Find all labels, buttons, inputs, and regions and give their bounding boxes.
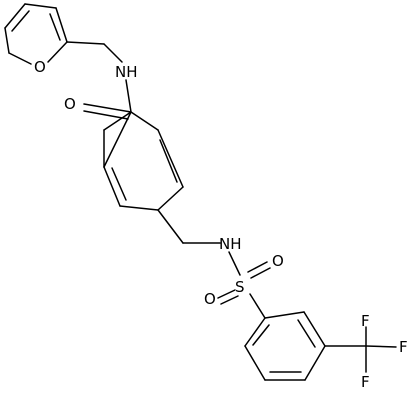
- bond: [220, 295, 239, 305]
- bond: [24, 3, 57, 9]
- bond: [244, 345, 266, 381]
- atom-label-f-bottom: F: [361, 373, 370, 391]
- bond: [111, 167, 127, 201]
- bond: [250, 267, 271, 279]
- bond: [103, 166, 121, 207]
- benzene-ring-2: [244, 311, 326, 381]
- bond: [297, 319, 316, 348]
- bond: [66, 41, 105, 45]
- bond: [4, 27, 10, 54]
- bond: [228, 251, 241, 276]
- benzyl-linker: [157, 209, 221, 244]
- bond: [249, 293, 266, 319]
- bond: [83, 103, 132, 113]
- atom-label-f-right: F: [399, 338, 408, 356]
- furan-ring: [4, 3, 68, 65]
- bond: [159, 139, 178, 183]
- bond: [55, 7, 68, 43]
- atom-label-f-top: F: [361, 312, 370, 330]
- bond: [304, 345, 326, 381]
- bond: [252, 324, 270, 346]
- bond: [103, 111, 132, 131]
- atom-label-o-sulfonyl-1: O: [272, 252, 284, 270]
- sulfonyl-group: [217, 251, 271, 319]
- atom-label-n-amide: NH: [115, 63, 138, 81]
- bond: [47, 41, 68, 63]
- bond: [247, 261, 268, 273]
- bond: [119, 205, 159, 211]
- bond: [11, 10, 30, 32]
- bond: [49, 13, 61, 41]
- bond: [264, 311, 305, 319]
- atom-label-s-sulfonyl: S: [235, 278, 245, 296]
- bond: [303, 311, 326, 347]
- bond: [157, 186, 184, 211]
- bond: [103, 111, 132, 168]
- bond: [157, 209, 184, 244]
- bond: [130, 111, 159, 131]
- atom-label-n-sulfonamide: NH: [219, 235, 242, 253]
- bond: [4, 3, 26, 29]
- amide-group: [83, 79, 132, 120]
- bond: [365, 345, 397, 348]
- benzene-ring-1: [103, 111, 184, 211]
- atom-label-o-carbonyl: O: [64, 95, 76, 113]
- bond: [125, 79, 132, 113]
- atom-label-o-sulfonyl-2: O: [204, 290, 216, 308]
- bond: [103, 43, 123, 63]
- bond: [244, 317, 266, 347]
- trifluoromethyl-group: [324, 326, 397, 373]
- atom-label-o-furan: O: [34, 58, 46, 76]
- bond: [8, 52, 32, 65]
- bond: [217, 289, 236, 299]
- bond: [157, 129, 184, 188]
- furfuryl-linker: [66, 41, 123, 63]
- bond: [83, 110, 129, 120]
